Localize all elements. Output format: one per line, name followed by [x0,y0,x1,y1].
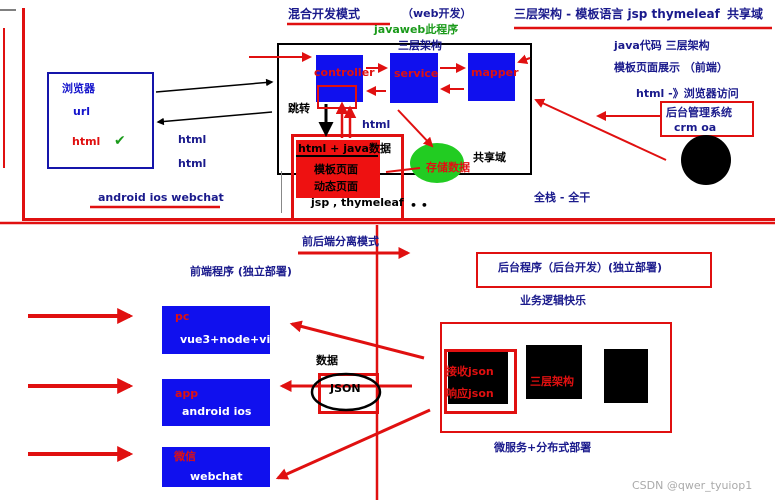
service-box [390,53,438,103]
app-label: app [175,387,199,400]
csdn-watermark: CSDN @qwer_tyuiop1 [632,479,753,492]
template-page-outline [291,134,404,221]
backend-program-label: 后台程序（后台开发）(独立部署) [498,261,663,274]
title-separation-mode: 前后端分离模式 [302,235,379,248]
server-frame-ext [281,171,282,213]
crm-oa-label: crm oa [674,121,717,134]
backend-to-pc-arrow [289,320,425,360]
three-tier-bottom-label: 三层架构 [530,375,574,388]
html-browser-access: html -》浏览器访问 [636,87,739,100]
black-circle [681,135,731,185]
browser-html: html [72,135,101,148]
app-platforms-label: android ios [182,405,252,418]
three-tier-label: 三层架构 [398,39,442,52]
html-left-2: html [178,157,207,170]
subtitle-javaweb: javaweb此程序 [374,23,459,36]
template-page-box [296,140,380,198]
title-three-tier-template: 三层架构 - 模板语言 jsp thymeleaf [514,7,720,21]
app-box [162,379,270,426]
server-frame [277,43,532,175]
store-data-ellipse [410,143,464,183]
frontend-program-label: 前端程序 (独立部署) [190,265,292,278]
wechat-en-label: webchat [190,470,243,483]
three-tier-box-1 [526,345,582,399]
fullstack-label: 全栈 - 全干 [534,191,591,204]
browser-url: url [73,105,91,118]
shared-domain-top: 共享域 [727,7,764,21]
html-mid-label: html [362,118,391,131]
browser-box [47,72,154,169]
wechat-label: 微信 [174,450,196,463]
controller-label: controller [314,66,375,79]
dots-label: • • [410,199,428,212]
backend-server-frame [440,322,672,433]
java-code-three-tier: java代码 三层架构 [614,39,710,52]
receive-json-box [448,350,508,404]
android-ios-webchat: android ios webchat [98,191,224,204]
template-page-label: 模板页面 [314,163,358,176]
jump-label: 跳转 [288,102,310,115]
html-java-data: html + java数据 [298,142,391,155]
admin-system-label: 后台管理系统 [666,106,732,119]
json-label: JSON [330,382,361,395]
microservices-label: 微服务+分布式部署 [494,441,592,454]
title-mixed-mode: 混合开发模式 [288,7,361,21]
html-left-1: html [178,133,207,146]
service-label: service [394,67,439,80]
store-data-label: 存储数据 [426,161,470,174]
three-tier-box-2 [604,349,648,403]
mapper-box [468,53,515,101]
pc-label: pc [175,310,190,323]
jsp-thymeleaf: jsp , thymeleaf [311,196,404,209]
pc-box [162,306,270,354]
browser-title: 浏览器 [62,82,95,95]
receive-json-label: 接收json [446,365,494,378]
receive-json-outline [444,349,517,414]
business-logic-label: 业务逻辑快乐 [520,294,586,307]
data-label: 数据 [316,354,338,367]
backend-to-wechat-arrow [275,408,431,480]
respond-json-label: 响应json [446,387,494,400]
dynamic-page-label: 动态页面 [314,180,358,193]
checkmark-icon: ✔ [114,133,126,149]
template-page-display: 模板页面展示 （前端） [614,61,728,74]
shared-domain-label: 共享域 [473,151,506,164]
backend-program-box [476,252,712,288]
pc-stack-label: vue3+node+vite [180,333,283,346]
title-web-dev: （web开发） [402,7,472,20]
mapper-label: mapper [471,66,519,79]
wechat-box [162,447,270,487]
